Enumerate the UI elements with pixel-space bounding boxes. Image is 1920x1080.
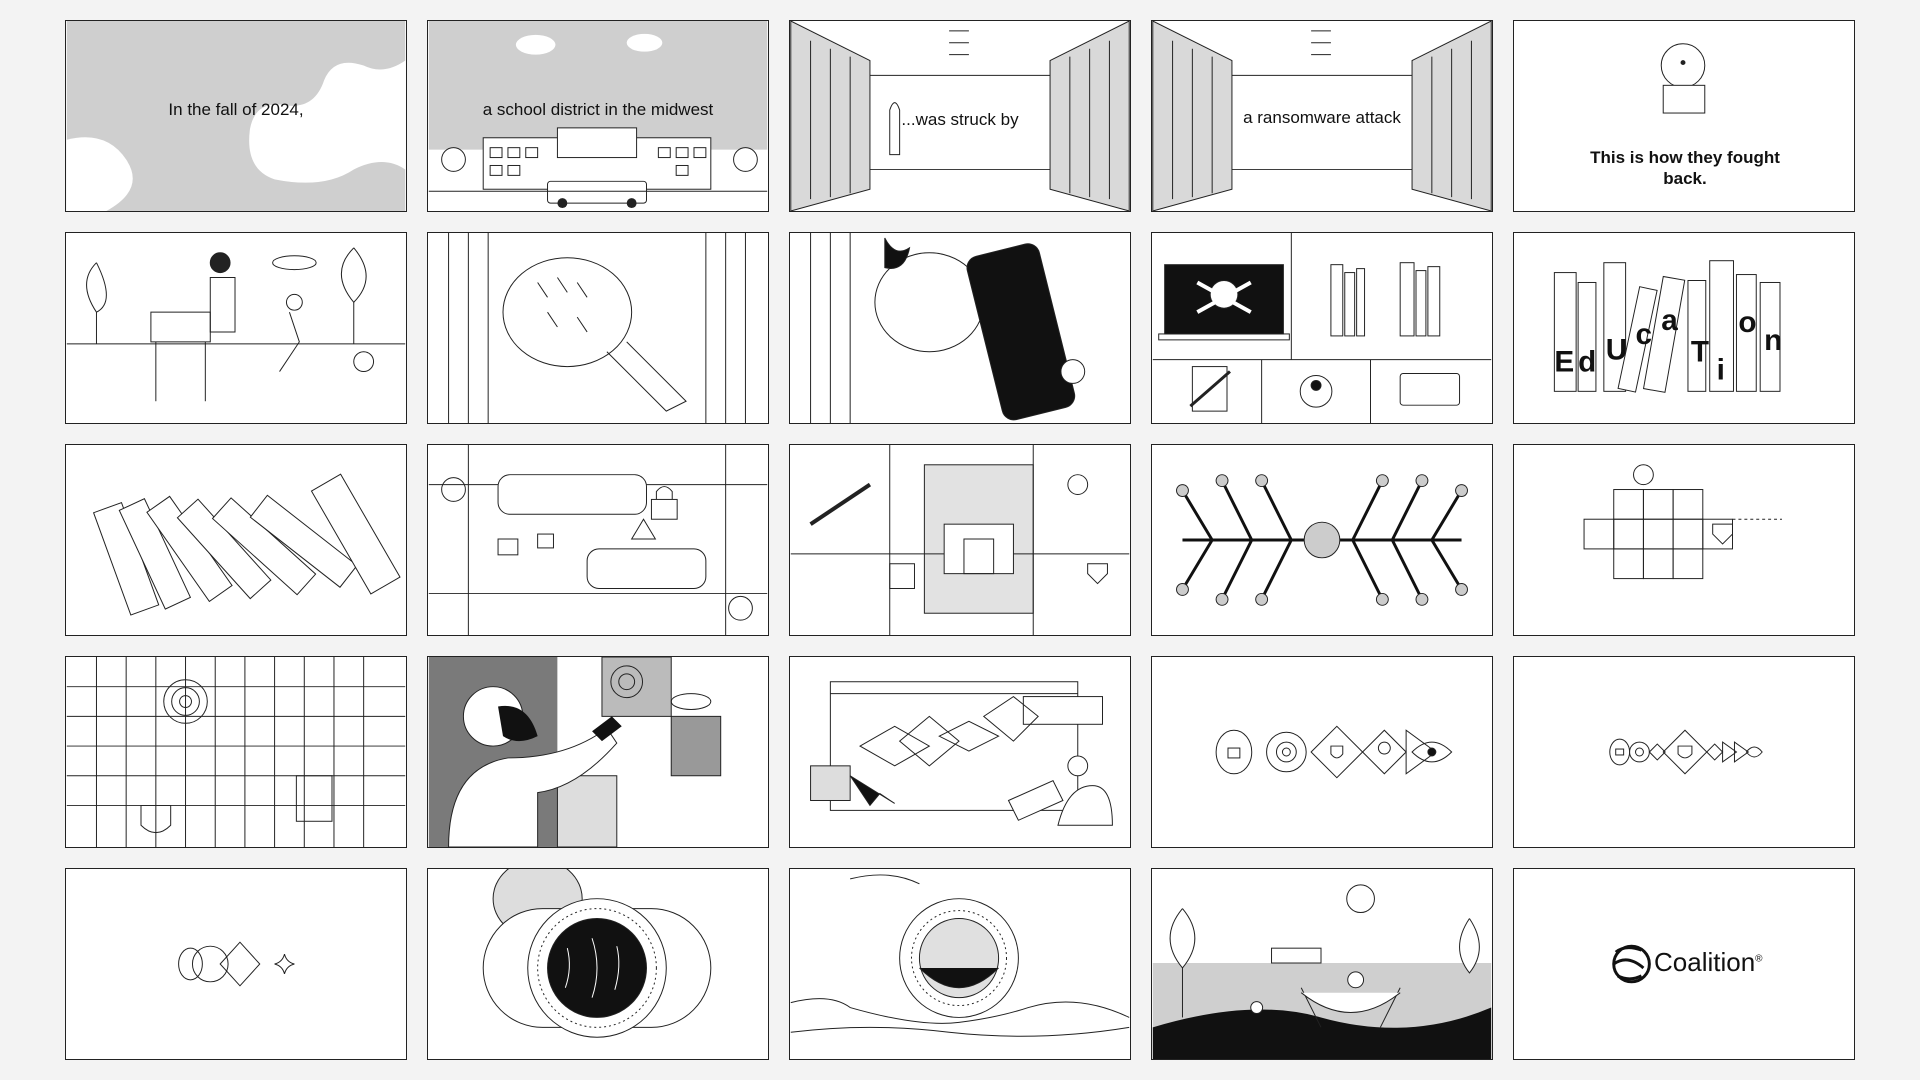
panel-dark-portal	[427, 868, 769, 1060]
panel-light-portal	[789, 868, 1131, 1060]
panel-icon-chain-wide	[1151, 656, 1493, 848]
letter-a: a	[1661, 304, 1678, 337]
panel-browser-puzzle	[789, 656, 1131, 848]
letter-d: d	[1578, 346, 1596, 379]
panel-minimal-shapes	[65, 868, 407, 1060]
panel-ransom-grid	[1151, 232, 1493, 424]
panel-network-tree	[1151, 444, 1493, 636]
target-icon	[1275, 741, 1297, 763]
caption-fall-2024: In the fall of 2024,	[168, 100, 304, 119]
caption-fought-back: This is how they fought back.	[1590, 148, 1780, 188]
letter-n: n	[1764, 324, 1782, 357]
chain-icon	[809, 482, 872, 526]
skull-icon	[1196, 280, 1252, 314]
panel-icon-chain-small	[1513, 656, 1855, 848]
panel-burger-grill-closeup	[427, 232, 769, 424]
panel-coalition-logo: Coalition®	[1513, 868, 1855, 1060]
letter-u: U	[1606, 334, 1627, 367]
lock-icon	[650, 486, 678, 520]
panel-school-district: a school district in the midwest	[427, 20, 769, 212]
shield-icon	[1087, 563, 1108, 585]
storyboard-grid: In the fall of 2024, a school district i…	[65, 20, 1855, 1060]
panel-school-chain-grid	[789, 444, 1131, 636]
shield-icon	[1330, 745, 1344, 759]
dollar-icon	[1399, 373, 1461, 406]
panel-fought-back: This is how they fought back.	[1513, 20, 1855, 212]
panel-person-pointing	[427, 656, 769, 848]
target-icon	[1633, 464, 1654, 486]
letter-o: o	[1738, 306, 1756, 339]
caption-school-district: a school district in the midwest	[482, 100, 714, 119]
target-icon	[1067, 474, 1089, 495]
panel-fall-2024: In the fall of 2024,	[65, 20, 407, 212]
panel-education-books: E d U c a T i o n	[1513, 232, 1855, 424]
caption-ransomware-attack: a ransomware attack	[1243, 108, 1401, 127]
lock-icon	[889, 563, 915, 589]
letter-i: i	[1717, 353, 1725, 386]
panel-icon-mosaic	[65, 656, 407, 848]
letter-e: E	[1554, 346, 1574, 379]
panel-struck-by: ...was struck by	[789, 20, 1131, 212]
panel-books-falling	[65, 444, 407, 636]
shield-icon	[1712, 523, 1733, 545]
panel-bbq-scene	[65, 232, 407, 424]
letter-c: c	[1636, 318, 1653, 351]
warning-icon	[630, 518, 657, 540]
chain-icon	[1189, 370, 1231, 408]
bell-icon	[1660, 43, 1706, 114]
panel-ransomware-attack: a ransomware attack	[1151, 20, 1493, 212]
lock-icon	[1227, 747, 1241, 759]
letter-t: T	[1691, 336, 1709, 369]
eye-icon	[1411, 741, 1453, 763]
panel-shape-cluster	[1513, 444, 1855, 636]
coalition-logo-mark	[1612, 944, 1651, 984]
panel-messages-grid	[427, 444, 769, 636]
caption-struck-by: ...was struck by	[901, 110, 1019, 129]
coalition-wordmark: Coalition®	[1654, 947, 1763, 977]
shield-icon	[140, 804, 172, 834]
panel-park-hammock	[1151, 868, 1493, 1060]
warning-icon	[810, 765, 851, 801]
panel-phone-alert	[789, 232, 1131, 424]
